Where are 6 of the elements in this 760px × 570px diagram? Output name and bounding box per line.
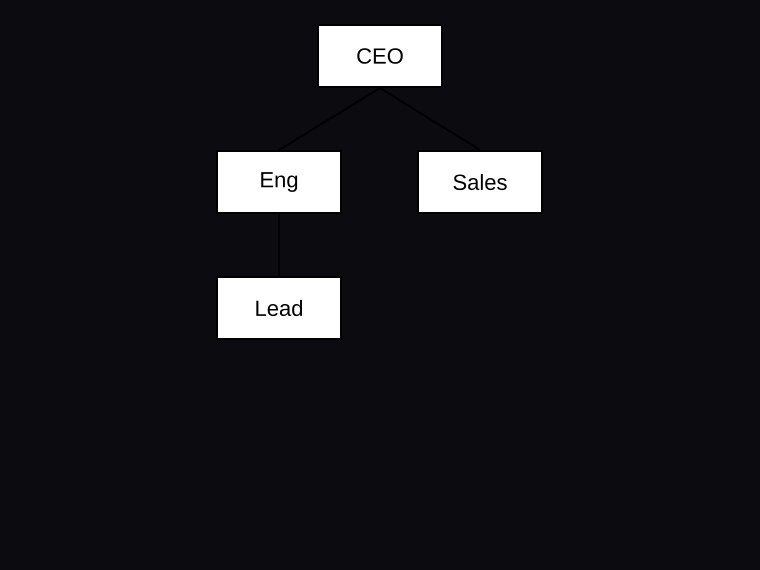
connector-line <box>379 87 481 151</box>
connector-line <box>278 87 381 151</box>
org-box: CEO <box>317 24 443 88</box>
org-box: Lead <box>216 276 342 340</box>
org-box: Sales <box>417 150 543 214</box>
org-box: Eng <box>216 150 342 214</box>
